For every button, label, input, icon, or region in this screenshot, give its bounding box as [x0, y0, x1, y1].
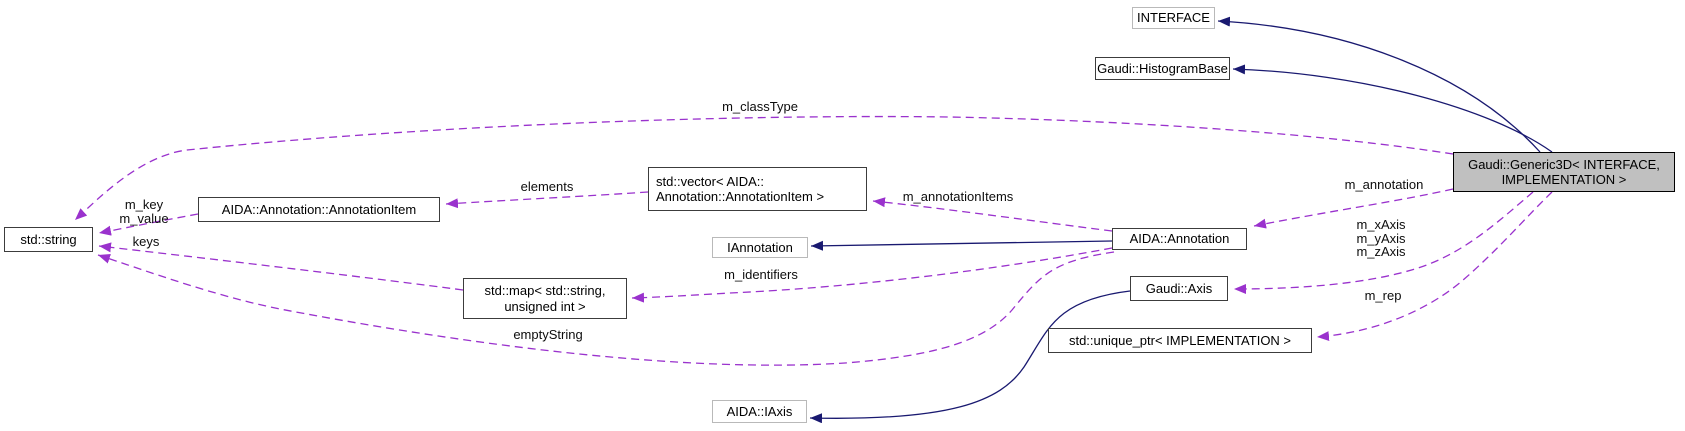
edge-axis-to-iaxis	[809, 290, 1131, 424]
class-node-aida-iaxis[interactable]: AIDA::IAxis	[712, 400, 807, 423]
edge-label-m-classtype: m_classType	[722, 99, 798, 114]
class-node-gaudi-axis[interactable]: Gaudi::Axis	[1130, 276, 1228, 301]
edge-label-keys: keys	[132, 234, 160, 249]
class-node-interface[interactable]: INTERFACE	[1132, 7, 1215, 29]
edge-annotation-to-iannotation	[810, 240, 1113, 251]
edge-m-axes	[1233, 191, 1534, 294]
edge-label-m-axes: m_xAxis m_yAxis m_zAxis	[1356, 217, 1406, 260]
edge-generic3d-to-interface	[1217, 16, 1541, 153]
edge-m-annotation	[1253, 188, 1454, 229]
class-node-std-string[interactable]: std::string	[4, 227, 93, 252]
edge-label-m-annotationitems: m_annotationItems	[902, 189, 1014, 204]
edge-label-m-identifiers: m_identifiers	[724, 267, 798, 282]
class-node-std-vector-annotationitem[interactable]: std::vector< AIDA:: Annotation::Annotati…	[648, 167, 867, 211]
edge-label-emptystring: emptyString	[513, 327, 583, 342]
edge-generic3d-to-histogrambase	[1232, 64, 1553, 153]
edge-m-identifiers	[631, 247, 1113, 303]
class-node-std-unique-ptr[interactable]: std::unique_ptr< IMPLEMENTATION >	[1048, 328, 1312, 353]
edge-keys	[98, 242, 464, 291]
edge-label-m-rep: m_rep	[1364, 288, 1402, 303]
edge-m-rep	[1316, 191, 1553, 342]
edge-m-classtype	[74, 115, 1454, 221]
class-node-aida-annotationitem[interactable]: AIDA::Annotation::AnnotationItem	[198, 197, 440, 222]
class-node-std-map[interactable]: std::map< std::string, unsigned int >	[463, 278, 627, 319]
edge-emptystring	[97, 251, 1115, 366]
edge-elements	[445, 191, 649, 209]
class-node-gaudi-generic3d[interactable]: Gaudi::Generic3D< INTERFACE, IMPLEMENTAT…	[1453, 152, 1675, 192]
edge-label-m-annotation: m_annotation	[1344, 177, 1424, 192]
edge-m-annotationitems	[872, 197, 1113, 232]
class-node-iannotation[interactable]: IAnnotation	[712, 237, 808, 258]
class-node-aida-annotation[interactable]: AIDA::Annotation	[1112, 228, 1247, 250]
class-node-gaudi-histogrambase[interactable]: Gaudi::HistogramBase	[1095, 57, 1230, 80]
edge-label-m-key-m-value: m_key m_value	[119, 197, 169, 226]
edge-label-elements: elements	[520, 179, 574, 194]
